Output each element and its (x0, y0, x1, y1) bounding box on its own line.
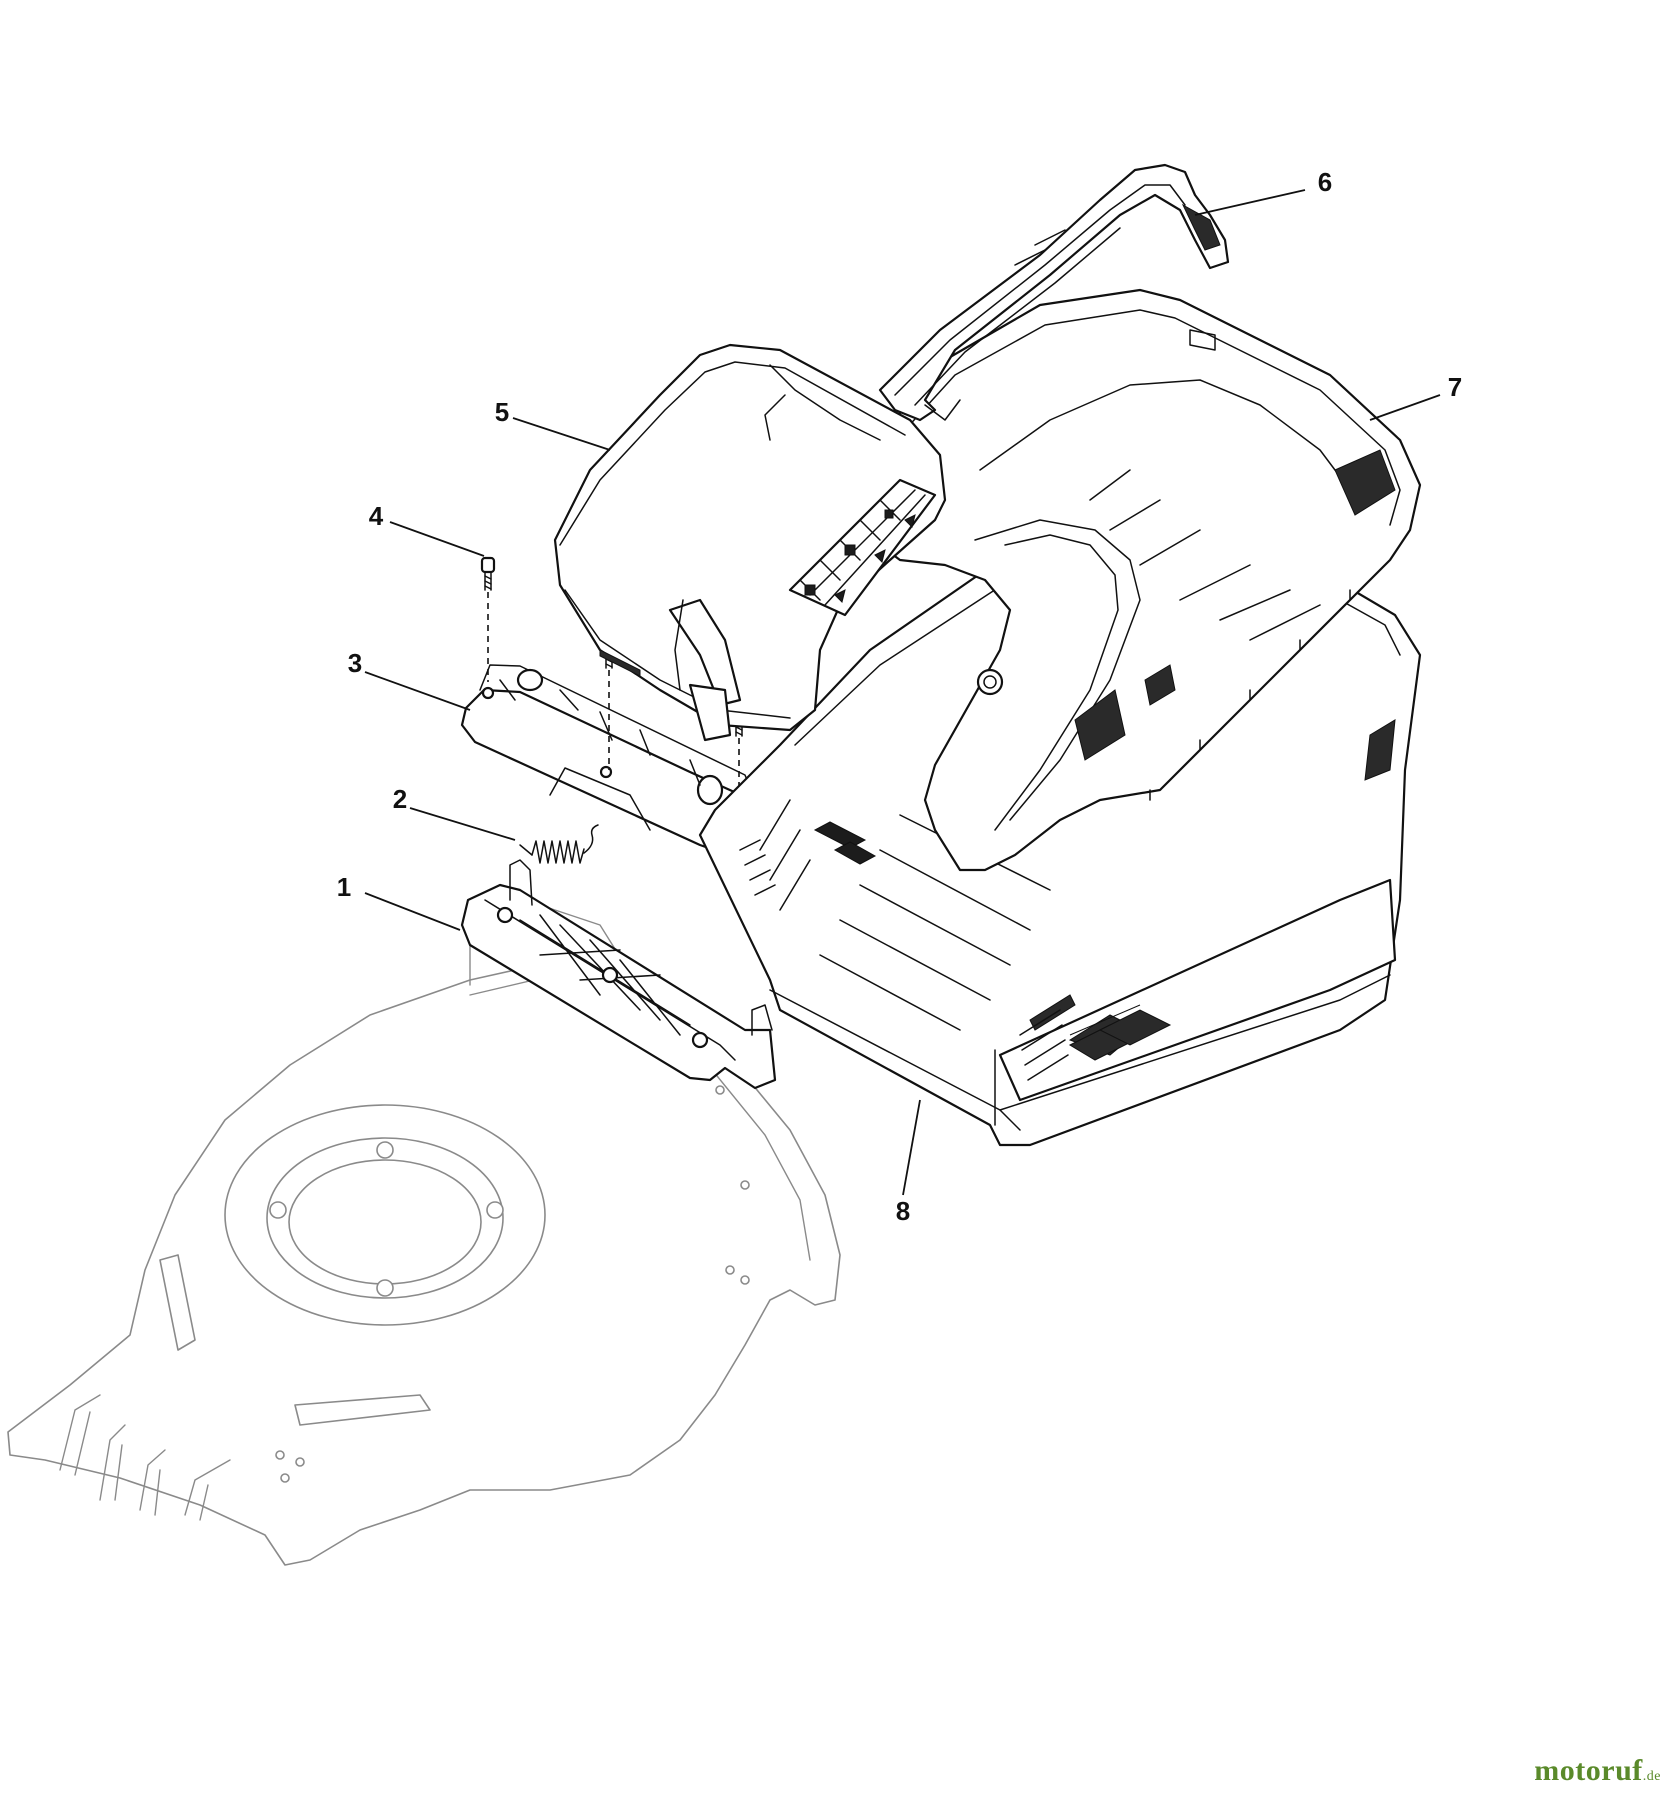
leader-2 (409, 807, 516, 841)
leader-5 (512, 417, 611, 451)
watermark-name: motoruf (1534, 1754, 1643, 1787)
leader-lines (364, 189, 1441, 1196)
mower-deck (7, 904, 841, 1566)
part-5-rear-flap (553, 343, 947, 742)
callout-8: 8 (896, 1196, 910, 1226)
leader-1 (364, 892, 461, 931)
callout-6: 6 (1318, 167, 1332, 197)
leader-6 (1194, 189, 1306, 216)
callout-4: 4 (369, 501, 384, 531)
part-1-hinge-plate (460, 859, 777, 1090)
callout-2: 2 (393, 784, 407, 814)
label-pictograms (799, 489, 926, 606)
part-7-bag-lid (868, 288, 1422, 872)
callout-1: 1 (337, 872, 351, 902)
watermark-logo: motoruf.de (1534, 1754, 1661, 1788)
part-2-spring (519, 824, 599, 864)
callout-3: 3 (348, 648, 362, 678)
leader-4 (389, 521, 485, 557)
callout-7: 7 (1448, 372, 1462, 402)
part-6-carry-handle (878, 163, 1230, 422)
leader-8 (902, 1099, 921, 1196)
callout-numbers: 1 2 3 4 5 6 7 8 (337, 167, 1462, 1226)
leader-3 (364, 671, 471, 711)
leader-7 (1369, 394, 1441, 421)
watermark-tld: .de (1642, 1769, 1661, 1784)
callout-5: 5 (495, 397, 509, 427)
